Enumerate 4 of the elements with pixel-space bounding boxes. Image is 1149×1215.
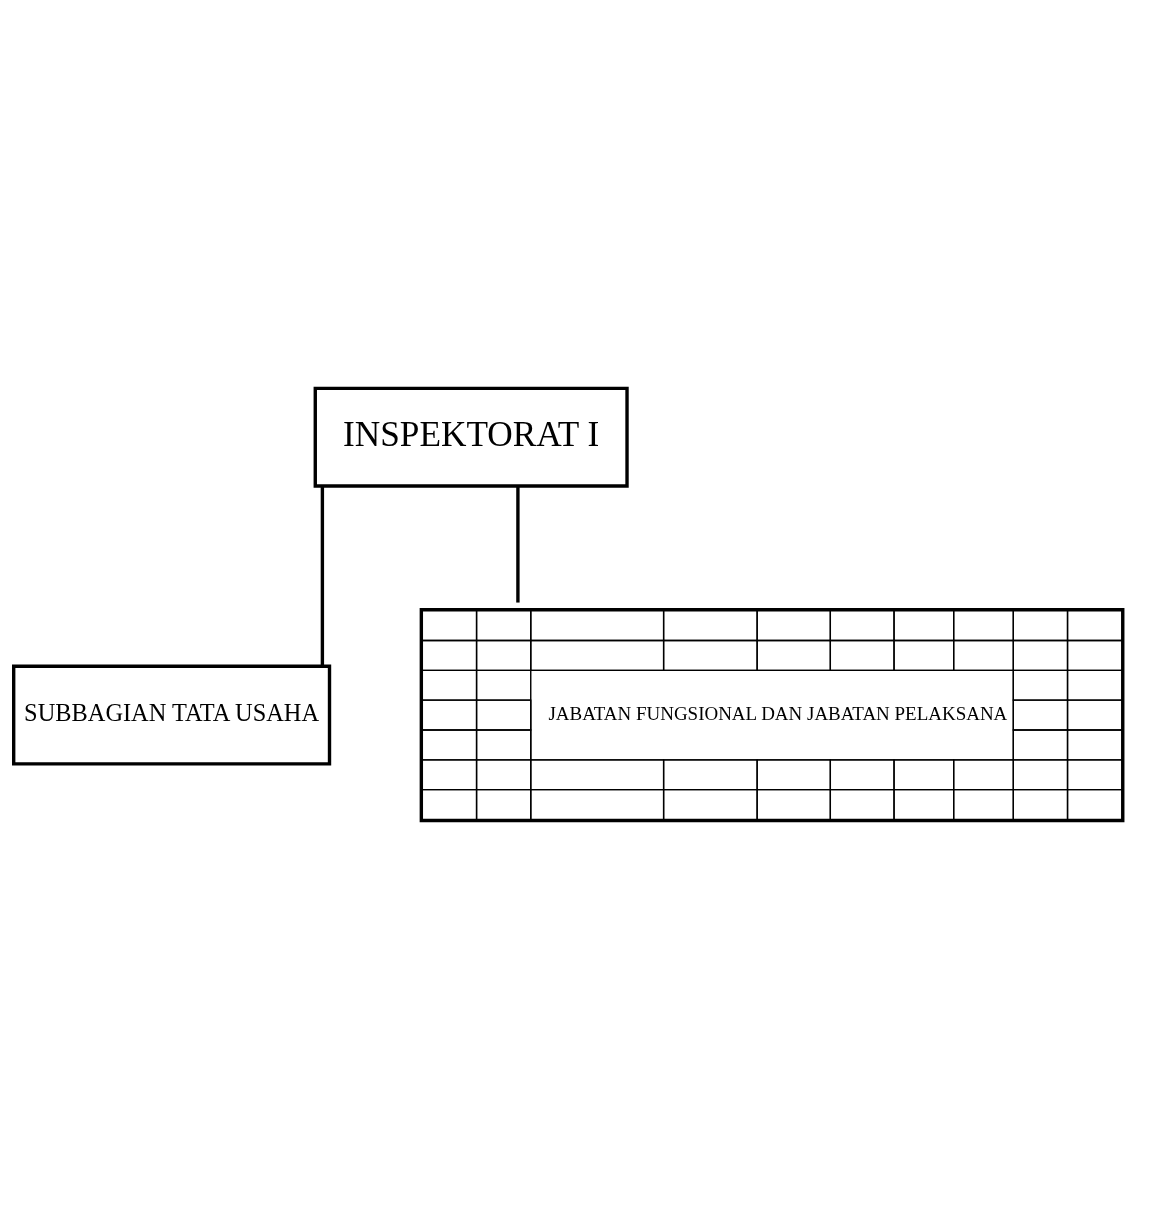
node-box: SUBBAGIAN TATA USAHA [12,664,332,766]
connector [320,485,325,666]
node-box: INSPEKTORAT I [313,386,629,488]
connector [516,485,520,603]
